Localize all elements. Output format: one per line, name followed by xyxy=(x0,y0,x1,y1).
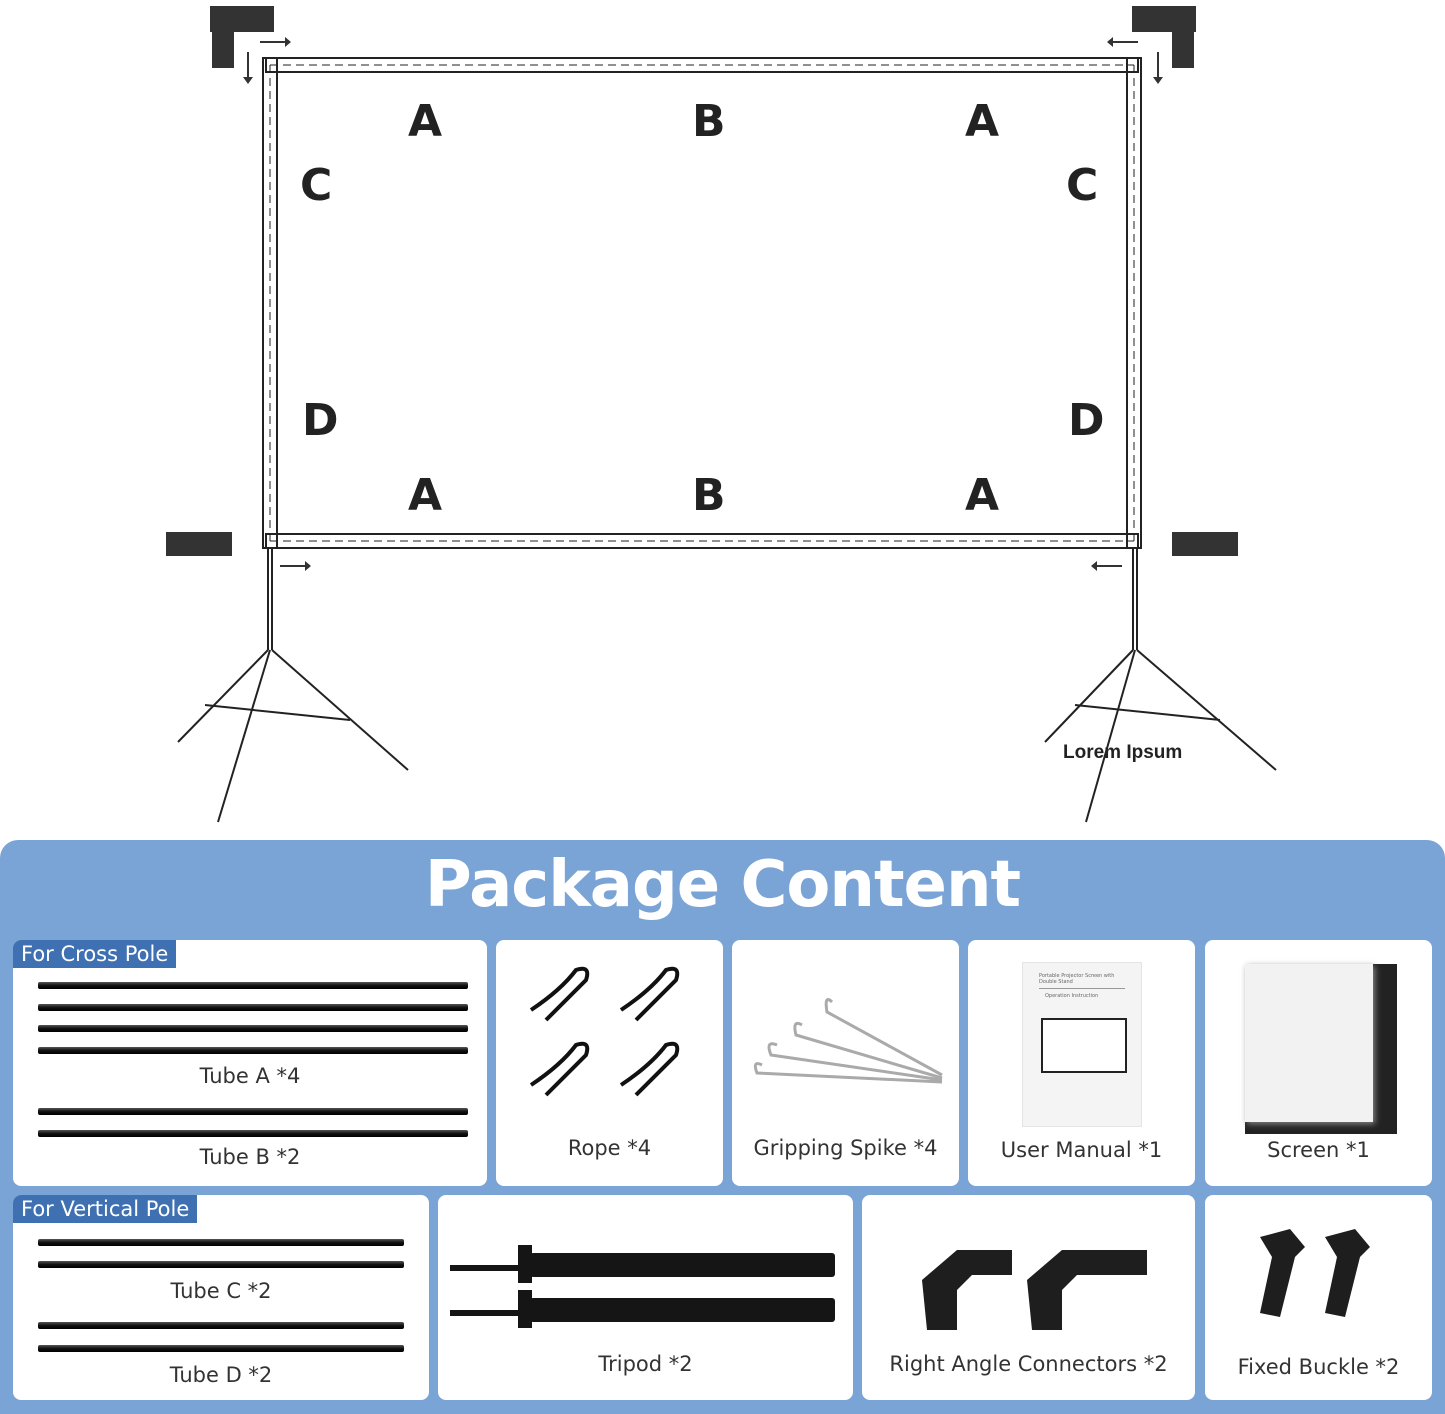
card-manual: Portable Projector Screen with Double St… xyxy=(968,940,1195,1186)
card-vertical-pole: For Vertical Pole Tube C *2 Tube D *2 xyxy=(13,1195,429,1400)
label-c-right: C xyxy=(1066,160,1099,211)
connectors-image xyxy=(922,1250,1147,1330)
tripod-image xyxy=(450,1245,835,1328)
card-spike: Gripping Spike *4 xyxy=(732,940,959,1186)
watermark: Lorem Ipsum xyxy=(1063,742,1183,763)
cross-pole-tag: For Cross Pole xyxy=(13,940,177,968)
manual-caption: User Manual *1 xyxy=(1000,1138,1163,1162)
label-bottom-a-left: A xyxy=(408,470,443,521)
vertical-pole-tag: For Vertical Pole xyxy=(13,1195,198,1223)
tube-b-caption: Tube B *2 xyxy=(199,1145,301,1169)
buckle-caption: Fixed Buckle *2 xyxy=(1237,1355,1400,1379)
label-top-a-left: A xyxy=(408,96,443,147)
card-buckle: Fixed Buckle *2 xyxy=(1205,1195,1432,1400)
tube-d-caption: Tube D *2 xyxy=(169,1363,273,1387)
buckle-image xyxy=(1260,1229,1370,1317)
card-screen: Screen *1 xyxy=(1205,940,1432,1186)
card-tripod: Tripod *2 xyxy=(438,1195,853,1400)
frame-drawing xyxy=(166,6,1277,823)
screen-caption: Screen *1 xyxy=(1267,1138,1370,1162)
card-connectors: Right Angle Connectors *2 xyxy=(862,1195,1195,1400)
card-cross-pole: For Cross Pole Tube A *4 Tube B *2 xyxy=(13,940,487,1186)
label-top-b: B xyxy=(692,96,726,147)
manual-image: Portable Projector Screen with Double St… xyxy=(1022,962,1142,1127)
label-bottom-b: B xyxy=(692,470,726,521)
label-d-right: D xyxy=(1068,395,1105,446)
package-title: Package Content xyxy=(424,848,1021,922)
card-rope: Rope *4 xyxy=(496,940,723,1186)
spike-image xyxy=(753,998,943,1084)
connectors-caption: Right Angle Connectors *2 xyxy=(889,1352,1168,1376)
label-c-left: C xyxy=(300,160,333,211)
tube-a-caption: Tube A *4 xyxy=(199,1064,301,1088)
spike-caption: Gripping Spike *4 xyxy=(753,1136,938,1160)
label-bottom-a-right: A xyxy=(965,470,1000,521)
label-top-a-right: A xyxy=(965,96,1000,147)
rope-caption: Rope *4 xyxy=(567,1136,652,1160)
rope-image xyxy=(529,966,680,1097)
tube-c-caption: Tube C *2 xyxy=(170,1279,272,1303)
label-d-left: D xyxy=(302,395,339,446)
tripod-caption: Tripod *2 xyxy=(598,1352,693,1376)
screen-image xyxy=(1245,964,1397,1134)
